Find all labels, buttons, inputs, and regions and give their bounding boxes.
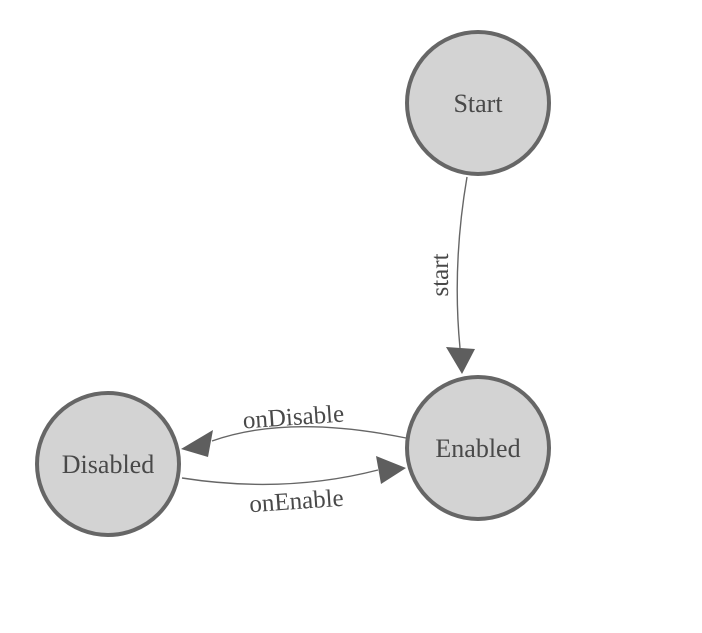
edge-arrowhead-onenable (376, 456, 406, 484)
state-node-enabled-circle (405, 375, 551, 521)
edge-arrowhead-ondisable (181, 430, 213, 457)
state-node-disabled-label: Disabled (62, 450, 154, 479)
state-node-start-circle (405, 30, 551, 176)
edge-label-onenable: onEnable (248, 485, 344, 519)
state-node-enabled: Enabled (405, 375, 551, 521)
edge-line-start (456, 176, 468, 349)
state-node-start: Start (405, 30, 551, 176)
edge-start-to-enabled: start (427, 176, 475, 374)
edge-enabled-to-disabled: onDisable (181, 401, 407, 457)
state-node-start-label: Start (453, 89, 503, 118)
edge-line-onenable (181, 469, 379, 486)
edge-line-ondisable (211, 426, 407, 442)
edge-label-start: start (427, 253, 454, 296)
state-node-disabled-circle (35, 391, 181, 537)
edge-label-ondisable: onDisable (242, 401, 345, 435)
edge-arrowhead-start (446, 347, 475, 374)
edge-disabled-to-enabled: onEnable (181, 456, 406, 519)
state-node-enabled-label: Enabled (435, 434, 520, 463)
state-node-disabled: Disabled (35, 391, 181, 537)
